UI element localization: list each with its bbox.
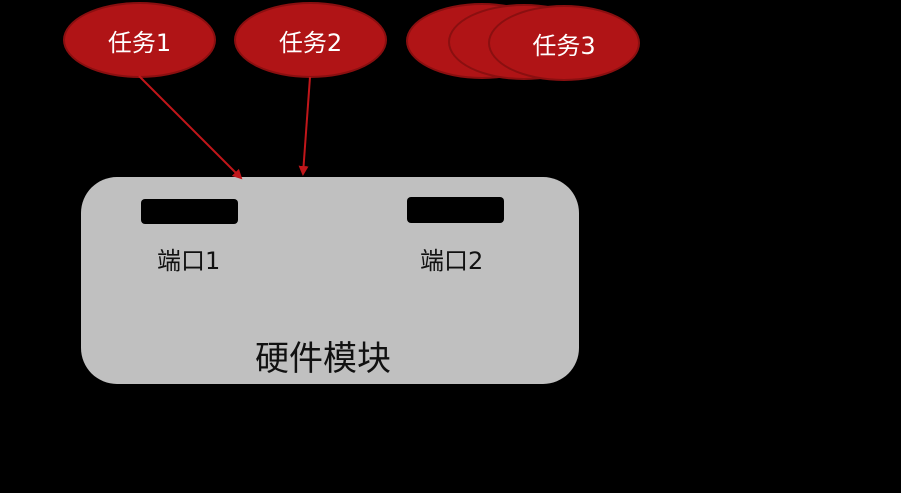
hardware-module-title: 硬件模块 [255,339,391,379]
task-2-label: 任务2 [278,28,343,57]
arrow-task2-to-module [298,76,311,176]
port-2-label: 端口2 [420,247,484,275]
task-3-node: 任务3 [488,5,640,81]
port-1-label: 端口1 [157,247,221,275]
arrow-task1-to-module [138,75,243,180]
port-1-slot [141,199,238,224]
task-1-node: 任务1 [63,2,216,78]
hardware-module: 端口1 端口2 硬件模块 [81,177,579,384]
task-1-label: 任务1 [107,28,172,57]
task-3-label: 任务3 [532,31,596,60]
port-2-slot [407,197,504,223]
task-2-node: 任务2 [234,2,387,78]
